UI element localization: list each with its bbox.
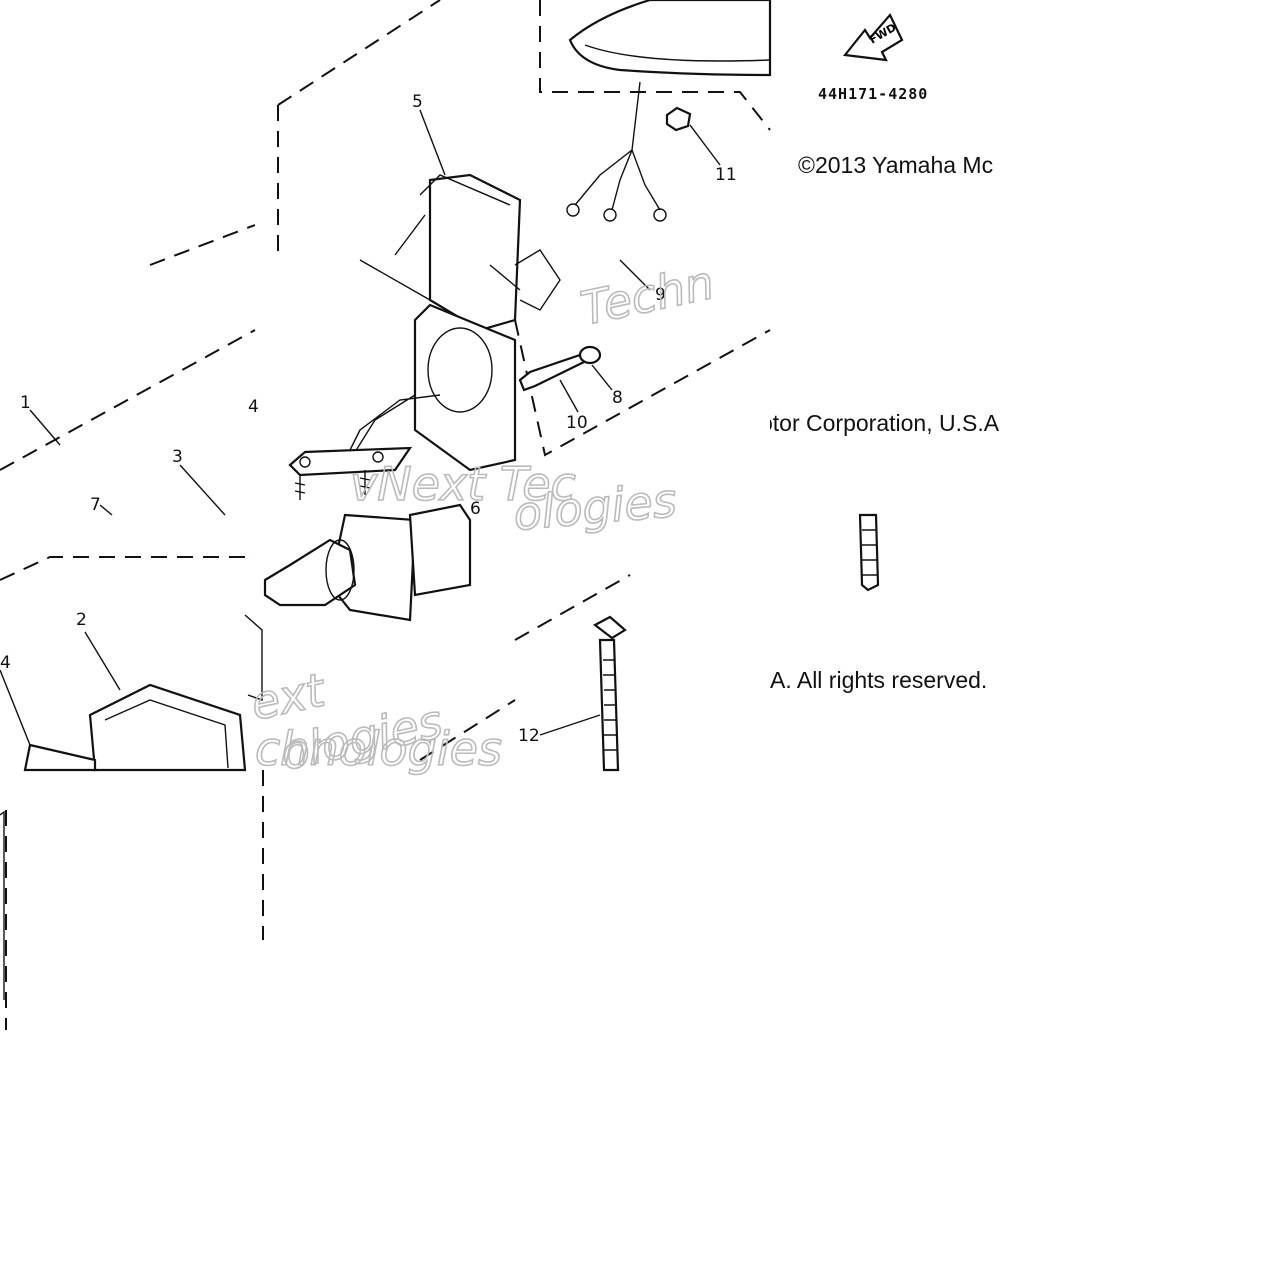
assembly-boundary-main [277,0,441,106]
cable-tie-ridges [603,659,617,751]
callout-3 [179,464,226,516]
fender-wiring-tile: 11 [539,0,772,222]
part-label-3: 3 [172,447,183,467]
part-label-2: 2 [76,610,87,630]
nut [665,106,692,132]
drawing-ref-code: 44H171-4280 [818,85,928,103]
connector-3 [653,208,667,222]
lower-bracket-edge [0,810,5,1000]
fwd-arrow-icon [842,13,904,62]
hardware-boundary [514,319,771,457]
watermark-fragment: Techn [576,255,719,336]
lamp-assembly-tile: 1 2 3 4 4 5 6 7 vNext Tec ologies ext ol… [0,0,679,1030]
part-label-11: 11 [715,165,737,185]
washer [578,345,602,365]
lens-cover-inner [104,699,229,769]
rear-fender [568,0,772,77]
callout-8 [591,364,613,391]
callout-4a [0,669,31,746]
callout-9b [619,259,651,291]
lamp-base-plate [413,303,517,472]
copyright-line-2: otor Corporation, U.S.A [770,410,1000,436]
wire-harness [574,81,661,211]
part-label-9: 9 [655,285,666,305]
copyright-line-1: ©2013 Yamaha Mc [798,152,994,178]
bracket-screw-left [294,475,306,500]
part-label-6: 6 [470,499,481,519]
fender-boundary [539,0,771,131]
cable-tie-strap-upper [858,513,880,592]
copyright-line-3: A. All rights reserved. [770,667,988,693]
lamp-body [408,503,472,597]
connector-1 [566,203,580,217]
callout-5 [419,109,446,176]
hardware-tile: 8 9 10 Techn [514,249,771,457]
fender-bracket [514,249,561,311]
part-label-4b: 4 [248,397,259,417]
part-label-8: 8 [612,388,623,408]
part-label-4a: 4 [0,653,11,673]
grommet [427,327,493,413]
assembly-boundary-upper [0,329,256,471]
lamp-housing [428,173,522,332]
bracket-hole-right [372,451,384,463]
fender-lip [584,44,771,62]
lamp-housing-flange [359,174,511,301]
assembly-boundary-mid [514,574,631,641]
callout-2 [84,631,121,691]
part-label-5: 5 [412,92,423,112]
assembly-boundary-lower [0,556,255,581]
bolt [518,353,586,392]
watermark-fragment: vNext Tec [350,457,576,511]
part-label-7: 7 [90,495,101,515]
bracket-screw-right [359,470,371,495]
callout-7 [99,504,113,516]
lens-sealing-edge [244,614,263,701]
cable-tie-head [592,615,627,640]
lens-cover [88,683,247,772]
forward-marker: FWD 44H171-4280 [818,13,928,103]
watermark-fragment: chnologies [255,722,502,776]
bracket-hole-left [299,456,311,468]
callout-11 [689,124,721,166]
callout-1 [29,409,61,446]
assembly-boundary-top [149,224,256,266]
assembly-boundary-right [419,699,516,761]
connector-2 [603,208,617,222]
bulb-socket [263,538,357,607]
callout-10 [559,379,579,413]
part-label-1: 1 [20,393,31,413]
part-label-12: 12 [518,726,540,746]
bulb-socket-rim [325,539,355,601]
mounting-bracket [288,446,413,477]
callout-9 [489,264,521,291]
reflector-ring [23,743,97,772]
cable-tie-tile: 12 [518,513,880,772]
cable-tie-upper-ridges [862,529,877,576]
part-label-10: 10 [566,413,588,433]
callout-12 [539,714,601,736]
